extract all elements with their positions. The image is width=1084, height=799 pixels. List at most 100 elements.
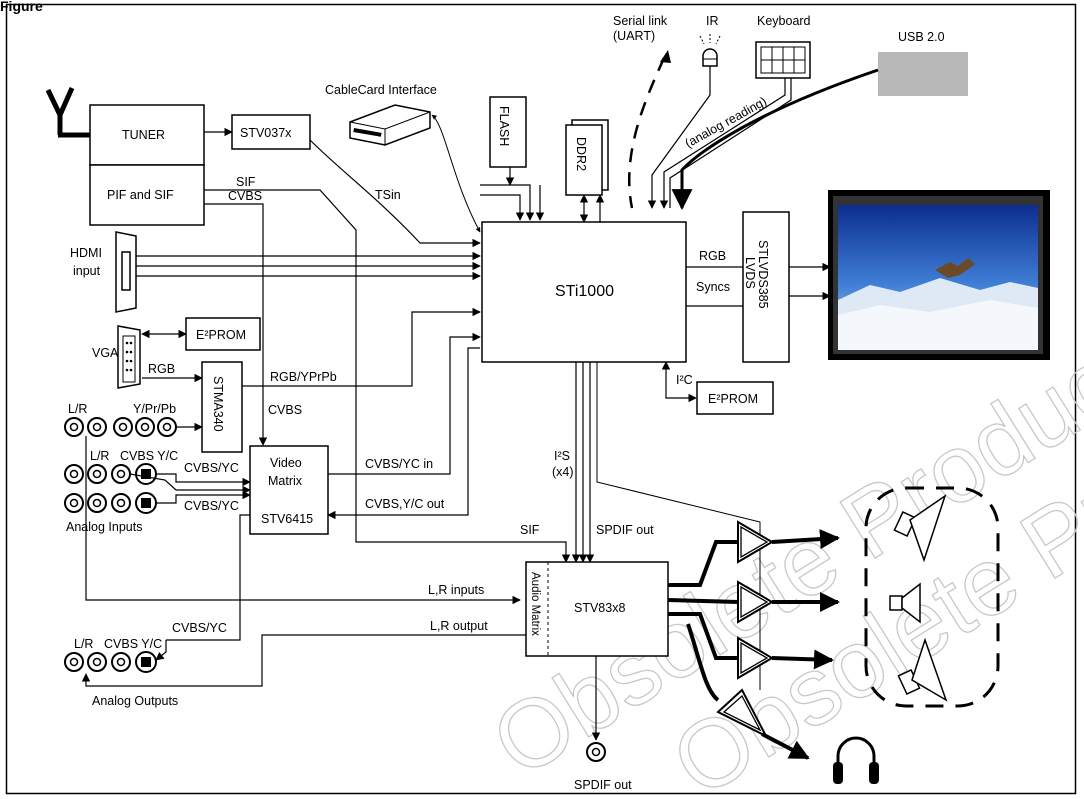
label-tuner: TUNER bbox=[122, 128, 165, 142]
video-matrix-block bbox=[249, 445, 329, 535]
label-video-matrix-1: Video bbox=[270, 456, 302, 470]
analog-in-line-1 bbox=[156, 473, 251, 487]
label-tsin: TSin bbox=[375, 188, 401, 202]
label-cvbs-yc-head2: CVBS Y/C bbox=[104, 637, 162, 651]
component-input-jacks bbox=[64, 417, 177, 437]
keyboard-icon bbox=[755, 41, 811, 79]
flash-block bbox=[489, 96, 527, 168]
label-pif-sif: PIF and SIF bbox=[107, 188, 174, 202]
label-serial-link: Serial link bbox=[613, 14, 668, 28]
label-lr-inputs: L,R inputs bbox=[428, 583, 484, 597]
rgb-yprpb-line bbox=[242, 307, 481, 387]
label-hdmi-1: HDMI bbox=[70, 246, 102, 260]
label-ir: IR bbox=[706, 14, 719, 28]
label-eeprom-vga: E²PROM bbox=[196, 328, 246, 342]
label-sif: SIF bbox=[236, 175, 256, 189]
label-vga: VGA bbox=[92, 346, 119, 360]
cvbs-yc-out-line bbox=[327, 347, 480, 520]
label-flash: FLASH bbox=[497, 106, 511, 146]
label-cvbs-yc-2: CVBS/YC bbox=[184, 499, 239, 513]
video-out-line bbox=[166, 514, 250, 641]
label-sif-bottom: SIF bbox=[520, 523, 540, 537]
tsin-line bbox=[309, 139, 481, 248]
stma340-block bbox=[201, 361, 243, 453]
label-stv037x: STV037x bbox=[240, 126, 292, 140]
label-lr-1: L/R bbox=[68, 402, 87, 416]
label-lr-2: L/R bbox=[90, 449, 109, 463]
label-stlvds-1: STLVDS385 bbox=[756, 240, 770, 309]
video-out-arrow bbox=[155, 640, 167, 661]
label-cvbs-top: CVBS bbox=[228, 189, 262, 203]
label-syncs: Syncs bbox=[696, 280, 730, 294]
cvbs-yc-in-line bbox=[328, 332, 481, 475]
cablecard-icon bbox=[349, 104, 431, 146]
analog-input-jacks-row2 bbox=[64, 492, 157, 514]
lr-output-line bbox=[81, 634, 526, 687]
label-i2c: I²C bbox=[676, 373, 693, 387]
stv83x8-block bbox=[525, 561, 669, 657]
eeprom-i2c-block bbox=[696, 381, 774, 415]
label-cvbs-yc-head: CVBS Y/C bbox=[120, 449, 178, 463]
label-stlvds-2: LVDS bbox=[743, 257, 757, 289]
label-audio-matrix: Audio Matrix bbox=[529, 572, 541, 636]
sti1000-chip bbox=[481, 221, 687, 363]
label-cvbs-yc-out: CVBS,Y/C out bbox=[365, 497, 445, 511]
label-uart: (UART) bbox=[613, 29, 655, 43]
tuner-block bbox=[89, 104, 205, 166]
label-eeprom-i2c: E²PROM bbox=[708, 392, 758, 406]
lr-inputs-line bbox=[85, 436, 521, 605]
ir-line bbox=[647, 66, 711, 209]
speaker-enclosure bbox=[864, 486, 1000, 708]
usb-line bbox=[671, 68, 879, 211]
headphones-icon bbox=[833, 736, 879, 784]
stlvds385-block bbox=[742, 211, 790, 363]
vga-connector-icon bbox=[117, 325, 141, 389]
diagram-frame bbox=[5, 3, 1077, 795]
amplifiers bbox=[667, 520, 840, 760]
bus-line-2 bbox=[480, 194, 525, 221]
tv-display bbox=[828, 190, 1050, 360]
label-keyboard: Keyboard bbox=[757, 14, 811, 28]
label-spdif-out-bottom: SPDIF out bbox=[574, 778, 632, 792]
label-i2s-1: I²S bbox=[554, 449, 570, 463]
label-i2s-2: (x4) bbox=[552, 465, 574, 479]
analog-output-jacks bbox=[64, 651, 157, 673]
label-lr-3: L/R bbox=[74, 637, 93, 651]
keyboard-line-2 bbox=[669, 78, 792, 208]
label-stv6415: STV6415 bbox=[261, 512, 313, 526]
label-cvbs-yc-1: CVBS/YC bbox=[184, 461, 239, 475]
label-ypr-pb: Y/Pr/Pb bbox=[133, 402, 176, 416]
hdmi-connector-icon bbox=[115, 231, 137, 313]
label-analog-outputs: Analog Outputs bbox=[92, 694, 178, 708]
analog-input-jacks-row1 bbox=[64, 463, 157, 485]
label-rgb-out: RGB bbox=[699, 249, 726, 263]
label-cvbs-yc-3: CVBS/YC bbox=[172, 621, 227, 635]
label-cablecard: CableCard Interface bbox=[325, 83, 437, 97]
label-ddr2: DDR2 bbox=[574, 137, 588, 171]
label-spdif-out-mid: SPDIF out bbox=[596, 523, 654, 537]
label-video-matrix-2: Matrix bbox=[268, 474, 303, 488]
cvbs-line bbox=[204, 203, 268, 446]
label-stma340: STMA340 bbox=[211, 376, 225, 432]
label-cvbs-yc-in: CVBS/YC in bbox=[365, 457, 433, 471]
stv037x-block bbox=[231, 114, 311, 150]
pif-sif-block bbox=[89, 164, 205, 226]
label-stv83x8: STV83x8 bbox=[574, 601, 625, 615]
figure-label: Figure bbox=[0, 0, 43, 14]
analog-in-line-2 bbox=[129, 473, 251, 495]
ir-sensor-icon bbox=[699, 34, 721, 67]
keyboard-line-1 bbox=[659, 78, 786, 209]
label-lr-output: L,R output bbox=[430, 619, 488, 633]
analog-in-line-3 bbox=[156, 490, 251, 504]
label-hdmi-2: input bbox=[73, 264, 101, 278]
i2c-line bbox=[661, 361, 697, 403]
label-sti1000: STi1000 bbox=[555, 283, 614, 300]
cablecard-line bbox=[431, 114, 481, 233]
usb-device bbox=[878, 52, 968, 96]
speaker-icons bbox=[889, 494, 948, 702]
spdif-jack-icon bbox=[586, 742, 606, 762]
label-analog-inputs: Analog Inputs bbox=[66, 520, 142, 534]
antenna-icon bbox=[45, 86, 92, 138]
label-rgb-vga: RGB bbox=[148, 362, 175, 376]
